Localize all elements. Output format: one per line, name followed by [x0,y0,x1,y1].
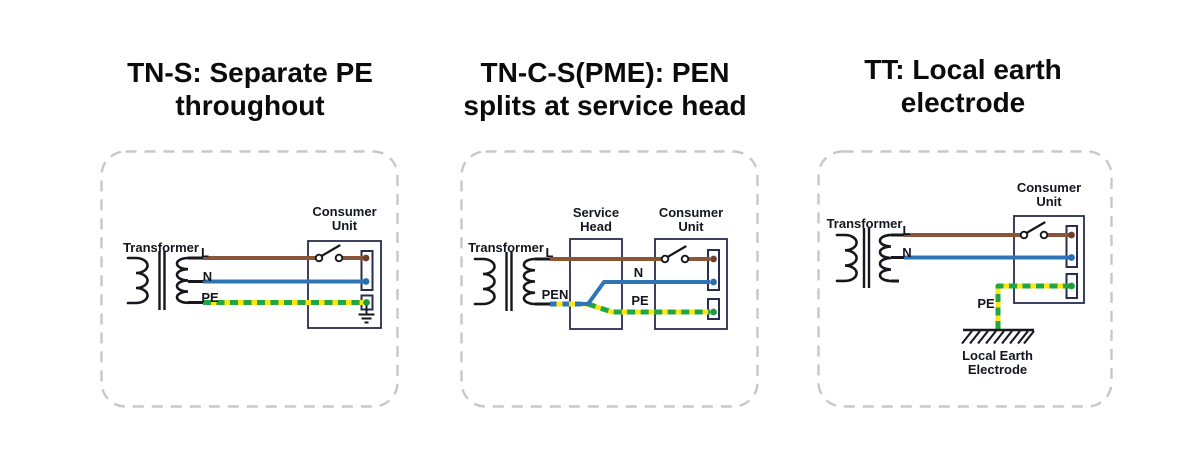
tn-s-panel-border [100,150,399,408]
tn-s-title-line1: TN-S: Separate PE [127,57,373,88]
tt-line-terminal-dot [1068,231,1075,239]
tn-c-s-consumer-unit-label-line1: Consumer [658,205,724,220]
tn-c-s-title-line2: splits at service head [463,90,747,121]
tn-c-s-ln-busbar [707,249,720,291]
tt-consumer-unit-label-line1: Consumer [1016,180,1082,195]
tt-neutral-label: N [902,244,912,260]
tt-pe-wire-stripes [995,283,1071,330]
tn-s-consumer-unit-label: Consumer Unit [312,205,376,233]
tn-s-line-label: L [201,244,209,260]
tn-c-s-panel-border [460,150,759,408]
tt-switch-symbol [1019,221,1049,240]
tn-c-s-consumer-unit-label: Consumer Unit [659,206,723,234]
tn-c-s-neutral-terminal-dot [710,278,717,286]
tn-c-s-neutral-wire [578,280,710,306]
tn-c-s-pe-terminal-dot [710,308,717,316]
tt-neutral-terminal-dot [1068,254,1075,261]
tt-pe-label: PE [977,295,995,311]
tn-s-neutral-terminal-dot [362,278,370,285]
tn-s-neutral-label: N [202,268,213,284]
tn-s-diagram [100,150,399,408]
tt-title: TT: Local earth electrode [864,53,1062,119]
tt-consumer-unit-label-line2: Unit [1036,194,1062,209]
tn-c-s-consumer-unit-label-line2: Unit [678,219,704,234]
tt-title-line2: electrode [900,87,1026,118]
tn-c-s-neutral-label: N [633,264,644,280]
tn-s-switch-symbol [314,244,344,263]
tt-line-label: L [902,222,911,238]
tt-earth-electrode-label-line1: Local Earth [962,348,1033,363]
tn-c-s-service-head-label-line2: Head [580,219,612,234]
tn-s-pe-terminal-dot [363,299,370,306]
tt-consumer-unit-label: Consumer Unit [1017,181,1081,209]
tn-c-s-service-head-label: Service Head [573,206,619,234]
tn-s-line-terminal-dot [362,254,370,262]
tn-c-s-pe-wire [587,301,710,315]
tn-s-transformer-label: Transformer [123,240,199,255]
tn-c-s-transformer-label: Transformer [468,240,544,255]
tn-s-title-line2: throughout [175,90,325,121]
tn-s-consumer-unit-label-line2: Unit [331,218,358,233]
tt-title-line1: TT: Local earth [864,54,1062,85]
tt-pe-terminal-dot [1068,282,1075,290]
tn-c-s-switch-symbol [660,245,690,264]
tn-c-s-pe-label: PE [631,292,649,308]
tn-s-title: TN-S: Separate PE throughout [127,56,373,122]
tn-s-ln-busbar [360,250,374,291]
tn-c-s-diagram [460,150,759,408]
tt-panel-border [817,150,1113,408]
tn-s-consumer-unit-label-line1: Consumer [312,204,377,219]
tt-ln-busbar [1065,225,1078,268]
tn-c-s-pen-label: PEN [541,286,569,302]
tt-earth-electrode-symbol [961,328,1035,345]
tn-s-transformer-symbol [126,251,203,310]
tt-transformer-label: Transformer [826,216,903,231]
tn-c-s-line-terminal-dot [710,255,717,263]
tn-c-s-title-line1: TN-C-S(PME): PEN [480,57,730,88]
tt-earth-electrode-label-line2: Electrode [967,362,1028,377]
tt-diagram [817,150,1113,408]
tn-s-earth-symbol [358,305,375,324]
tt-earth-electrode-label: Local Earth Electrode [962,349,1033,377]
tt-transformer-symbol [835,228,904,288]
tn-c-s-line-label: L [545,244,554,260]
tn-c-s-service-head-label-line1: Service [572,205,620,220]
tn-c-s-transformer-symbol [473,252,550,311]
tn-s-pe-label: PE [201,289,219,305]
tn-c-s-title: TN-C-S(PME): PEN splits at service head [463,56,746,122]
